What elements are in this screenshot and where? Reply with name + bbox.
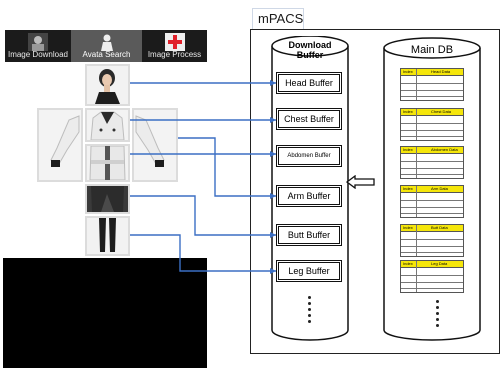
arm-buffer: Arm Buffer <box>276 185 342 207</box>
db-continuation-dots <box>436 300 440 330</box>
buffer-continuation-dots <box>308 296 312 326</box>
leg-buffer: Leg Buffer <box>276 260 342 282</box>
right-arm-tile[interactable] <box>132 108 178 182</box>
download-buffer-title: Download Buffer <box>288 40 332 60</box>
left-arm-image <box>39 110 81 180</box>
tab-image-download[interactable]: Image Download <box>5 30 71 62</box>
tab-bar: Image Download Avata Search Image Proces… <box>5 30 207 62</box>
head-buffer: Head Buffer <box>276 72 342 94</box>
patient-photo-icon <box>28 33 48 51</box>
butt-tile[interactable] <box>85 184 130 214</box>
abdomen-tile[interactable] <box>85 144 130 182</box>
head-tile[interactable] <box>85 64 130 106</box>
abdomen-image <box>87 146 128 180</box>
tab-image-process[interactable]: Image Process <box>142 30 207 62</box>
abdomen-buffer: Abdomen Buffer <box>276 145 342 167</box>
leg-tile[interactable] <box>85 216 130 256</box>
chest-image <box>87 110 128 140</box>
tab-label: Image Download <box>7 50 69 59</box>
tab-label: Image Process <box>147 50 202 59</box>
butt-buffer: Butt Buffer <box>276 224 342 246</box>
leg-image <box>87 218 128 254</box>
left-arm-tile[interactable] <box>37 108 83 182</box>
tab-avata-search[interactable]: Avata Search <box>71 30 142 62</box>
left-arrow-icon <box>346 175 375 189</box>
person-silhouette-icon <box>100 34 113 51</box>
empty-screen-area <box>3 258 207 368</box>
butt-image <box>87 186 128 212</box>
head-image <box>87 66 128 104</box>
right-arm-image <box>134 110 176 180</box>
tab-label: Avata Search <box>82 50 131 59</box>
main-db-title: Main DB <box>410 44 454 56</box>
chest-tile[interactable] <box>85 108 130 142</box>
mpacs-label: mPACS <box>252 8 304 30</box>
red-cross-icon <box>164 33 185 51</box>
chest-buffer: Chest Buffer <box>276 108 342 130</box>
